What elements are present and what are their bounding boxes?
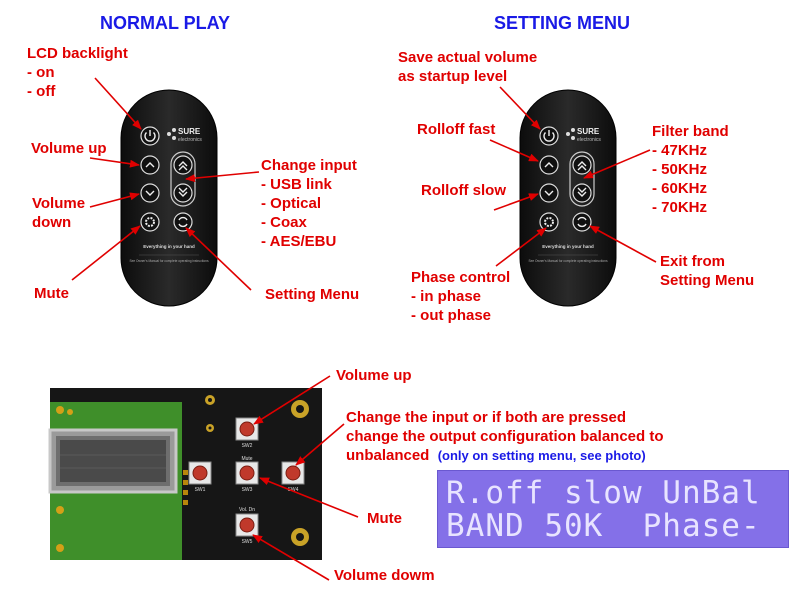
silk-mute: Mute: [241, 456, 252, 462]
label-board-mute: Mute: [367, 510, 402, 527]
label-board-volume-down: Volume dowm: [334, 567, 435, 584]
pcb-board: SW2 SW1 SW3 SW4 SW5 Mute Vol. Dn: [48, 388, 322, 560]
arrow-board-change-input: [295, 423, 345, 466]
brand-text: SURE: [178, 127, 201, 136]
label-save-volume: Save actual volume as startup level: [398, 49, 538, 85]
arrow-change-input: [185, 171, 260, 183]
power-button[interactable]: [539, 126, 559, 146]
sure-logo-icon: [167, 128, 176, 140]
arrow-save-volume: [499, 86, 541, 130]
slogan-text: Everything in your hand: [143, 244, 195, 249]
arrow-lcd-backlight: [94, 77, 142, 130]
switch-sw5[interactable]: [235, 513, 259, 537]
label-board-change-input: Change the input or if both are pressed …: [346, 409, 664, 464]
normal-play-heading: NORMAL PLAY: [100, 13, 231, 33]
volume-rocker: [569, 151, 595, 207]
slogan-text: Everything in your hand: [542, 244, 594, 249]
footnote-text: See Owner's Manual for complete operatin…: [129, 259, 209, 263]
label-filter-band: Filter band - 47KHz - 50KHz - 60KHz - 70…: [652, 123, 729, 216]
chevron-up-button[interactable]: [140, 155, 160, 175]
gear-button[interactable]: [140, 212, 160, 232]
arrow-setting-menu: [185, 227, 252, 291]
arrow-board-volume-up: [253, 375, 331, 425]
double-chevron-down-button[interactable]: [572, 183, 592, 203]
lcd-line-2: BAND 50K Phase-: [446, 508, 761, 544]
remote-setting: SURE electronics Everything in your hand: [519, 89, 617, 307]
label-mute: Mute: [34, 285, 69, 302]
power-button[interactable]: [140, 126, 160, 146]
cycle-button[interactable]: [572, 212, 592, 232]
board-note: (only on setting menu, see photo): [437, 448, 646, 463]
callout-arrows: [71, 77, 657, 581]
lcd-display: R.off slow UnBal BAND 50K Phase-: [437, 470, 789, 548]
double-chevron-up-button[interactable]: [173, 155, 193, 175]
footnote-text: See Owner's Manual for complete operatin…: [528, 259, 608, 263]
label-change-input: Change input - USB link - Optical - Coax…: [261, 157, 357, 250]
label-rolloff-fast: Rolloff fast: [417, 121, 496, 138]
silk-vol-down: Vol. Dn: [239, 507, 255, 513]
switch-sw4[interactable]: [281, 461, 305, 485]
lcd-line-1: R.off slow UnBal: [446, 475, 761, 511]
brand-sub-text: electronics: [577, 137, 601, 143]
label-board-volume-up: Volume up: [336, 367, 412, 384]
label-rolloff-slow: Rolloff slow: [421, 182, 506, 199]
label-lcd-backlight: LCD backlight - on - off: [27, 45, 128, 100]
silk-sw4: SW4: [288, 487, 299, 493]
setting-menu-heading: SETTING MENU: [494, 13, 631, 33]
label-volume-up: Volume up: [31, 140, 107, 157]
arrow-volume-down: [89, 192, 140, 208]
silk-sw3: SW3: [242, 487, 253, 493]
switch-sw2[interactable]: [235, 417, 259, 441]
arrow-mute: [71, 225, 141, 281]
double-chevron-up-button[interactable]: [572, 155, 592, 175]
cycle-button[interactable]: [173, 212, 193, 232]
arrow-board-mute: [259, 477, 359, 518]
label-setting-menu: Setting Menu: [265, 286, 360, 303]
label-exit-setting: Exit from Setting Menu: [660, 253, 755, 289]
arrow-phase-control: [495, 227, 547, 267]
brand-text: SURE: [577, 127, 600, 136]
sure-logo-icon: [566, 128, 575, 140]
switch-sw1[interactable]: [188, 461, 212, 485]
label-volume-down: Volume down: [32, 195, 86, 231]
chevron-down-button[interactable]: [140, 183, 160, 203]
chevron-down-button[interactable]: [539, 183, 559, 203]
switch-sw3[interactable]: [235, 461, 259, 485]
arrow-rolloff-slow: [493, 193, 539, 211]
arrow-filter-band: [583, 149, 651, 179]
arrow-rolloff-fast: [489, 139, 539, 162]
label-phase-control: Phase control - in phase - out phase: [411, 269, 511, 324]
arrow-volume-up: [89, 157, 140, 168]
silk-sw1: SW1: [195, 487, 206, 493]
silk-sw2: SW2: [242, 443, 253, 449]
chevron-up-button[interactable]: [539, 155, 559, 175]
double-chevron-down-button[interactable]: [173, 183, 193, 203]
arrow-board-volume-down: [252, 534, 330, 581]
arrow-exit-setting: [589, 225, 657, 263]
silk-sw5: SW5: [242, 539, 253, 545]
gear-button[interactable]: [539, 212, 559, 232]
brand-sub-text: electronics: [178, 137, 202, 143]
